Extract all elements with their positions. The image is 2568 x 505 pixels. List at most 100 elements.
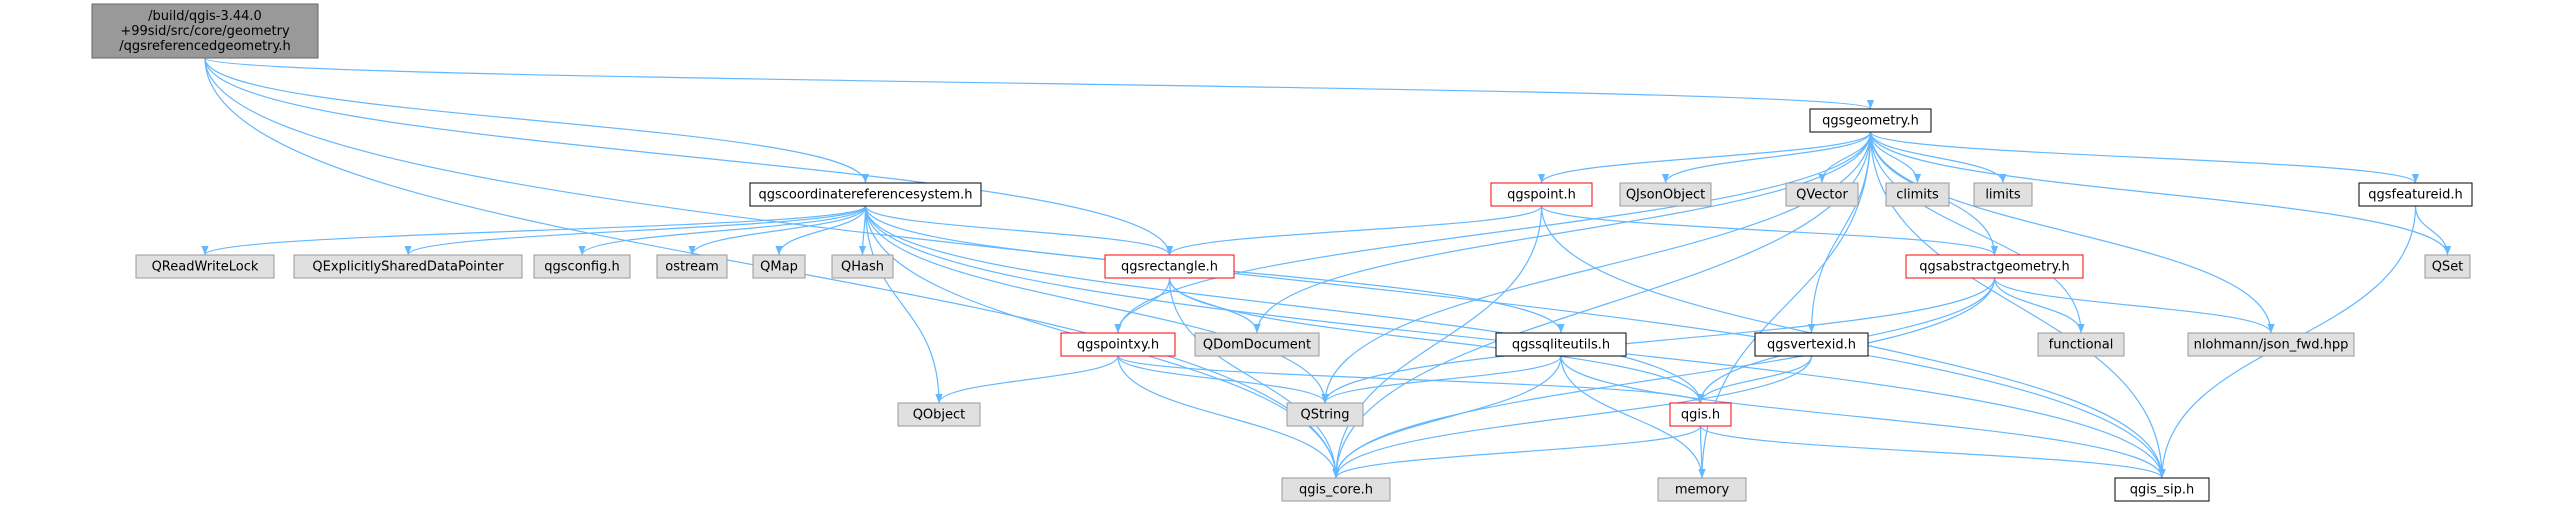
node-qvector[interactable]: QVector [1785,182,1859,207]
edge-qgis-to-qgissip [1699,425,2166,479]
edge-qgscrs-to-ostream [688,205,867,256]
edge-qgsgeometry-to-qset [1869,131,2452,256]
node-qobject[interactable]: QObject [897,402,981,427]
edge-root-to-qgsgeometry [204,57,1874,110]
node-label-qexplicitly-line-0: QExplicitlySharedDataPointer [312,260,504,275]
edge-qgspoint-to-qgsabstractgeometry [1540,205,1998,256]
node-label-qgis-line-0: qgis.h [1681,408,1720,423]
node-qgsconfig[interactable]: qgsconfig.h [533,254,631,279]
node-label-root-line-1: +99sid/src/core/geometry [120,24,290,39]
node-label-qmap-line-0: QMap [760,260,798,275]
node-qreadwritelock[interactable]: QReadWriteLock [135,254,275,279]
edge-qgsgeometry-to-qjsonobject [1661,131,1872,184]
node-label-qobject-line-0: QObject [913,408,966,423]
edge-qgssqliteutils-to-memory [1560,355,1706,479]
node-box-qhash [831,254,894,279]
edge-root-to-qgsrectangle [204,57,1174,256]
node-functional[interactable]: functional [2037,332,2125,357]
node-climits[interactable]: climits [1885,182,1950,207]
node-qgis[interactable]: qgis.h [1669,402,1732,427]
edge-qgspointxy-to-qstring [1117,355,1329,404]
edge-qgsgeometry-to-nlohmann [1869,131,2275,334]
node-label-qset-line-0: QSet [2432,260,2464,275]
node-qgsfeatureid[interactable]: qgsfeatureid.h [2358,182,2473,207]
node-label-qgspoint-line-0: qgspoint.h [1507,188,1576,203]
node-box-qobject [897,402,981,427]
node-box-qset [2424,254,2471,279]
node-root[interactable]: /build/qgis-3.44.0+99sid/src/core/geomet… [91,3,319,59]
edge-qgspoint-to-qgsrectangle [1166,205,1543,256]
node-box-qexplicitly [293,254,523,279]
node-box-climits [1885,182,1950,207]
node-qset[interactable]: QSet [2424,254,2471,279]
node-label-memory-line-0: memory [1675,483,1730,498]
node-label-qvector-line-0: QVector [1796,188,1848,203]
node-qgscrs[interactable]: qgscoordinatereferencesystem.h [749,182,982,207]
edge-qgscrs-to-qstring [864,205,1329,404]
edge-qgsrectangle-to-qgspointxy [1114,277,1171,334]
node-label-root-line-2: /qgsreferencedgeometry.h [119,39,291,54]
node-qexplicitly[interactable]: QExplicitlySharedDataPointer [293,254,523,279]
node-nlohmann[interactable]: nlohmann/json_fwd.hpp [2187,332,2355,357]
edge-qgsvertexid-to-qgiscore [1332,355,1813,479]
node-qgsgeometry[interactable]: qgsgeometry.h [1809,108,1932,133]
node-ostream[interactable]: ostream [656,254,728,279]
node-qstring[interactable]: QString [1286,402,1364,427]
edge-qgis-to-qgiscore [1332,425,1702,479]
node-label-qhash-line-0: QHash [841,260,884,275]
edge-qgsfeatureid-to-qset [2414,205,2452,256]
node-label-qgspointxy-line-0: qgspointxy.h [1077,338,1159,353]
node-label-qgiscore-line-0: qgis_core.h [1299,483,1373,498]
edge-qgsabstractgeometry-to-nlohmann [1993,277,2275,334]
node-label-limits-line-0: limits [1985,188,2021,203]
node-label-qgscrs-line-0: qgscoordinatereferencesystem.h [758,188,972,203]
node-label-nlohmann-line-0: nlohmann/json_fwd.hpp [2194,338,2349,353]
node-box-qgspointxy [1060,332,1176,357]
node-label-qgsabstractgeometry-line-0: qgsabstractgeometry.h [1919,260,2069,275]
node-qgsabstractgeometry[interactable]: qgsabstractgeometry.h [1905,254,2084,279]
node-label-qgsgeometry-line-0: qgsgeometry.h [1822,114,1919,129]
node-qdomdocument[interactable]: QDomDocument [1194,332,1320,357]
edge-qgscrs-to-qgsrectangle [864,205,1173,256]
node-qgssqliteutils[interactable]: qgssqliteutils.h [1495,332,1627,357]
edge-qgscrs-to-qexplicitly [404,205,867,256]
edge-qgscrs-to-qgis [864,205,1705,404]
node-box-qgsgeometry [1809,108,1932,133]
edge-qgspointxy-to-qobject [935,355,1119,404]
edge-qgsrectangle-to-qgis [1168,277,1705,404]
node-limits[interactable]: limits [1973,182,2033,207]
node-qgspoint[interactable]: qgspoint.h [1490,182,1593,207]
edge-qgsgeometry-to-qgsfeatureid [1869,131,2419,184]
node-qgissip[interactable]: qgis_sip.h [2114,477,2210,502]
node-label-functional-line-0: functional [2049,338,2114,353]
edge-qgssqliteutils-to-qstring [1321,355,1562,404]
node-box-qmap [752,254,806,279]
node-qgsrectangle[interactable]: qgsrectangle.h [1104,254,1235,279]
node-box-root [91,3,319,59]
node-box-qgsabstractgeometry [1905,254,2084,279]
node-memory[interactable]: memory [1657,477,1747,502]
node-qjsonobject[interactable]: QJsonObject [1619,182,1712,207]
edge-qgsabstractgeometry-to-qgiscore [1332,277,1996,479]
edge-qgsvertexid-to-qgis [1696,355,1813,404]
node-qmap[interactable]: QMap [752,254,806,279]
node-box-qgissip [2114,477,2210,502]
node-box-qgiscore [1281,477,1391,502]
node-qhash[interactable]: QHash [831,254,894,279]
node-qgspointxy[interactable]: qgspointxy.h [1060,332,1176,357]
edge-qgsgeometry-to-climits [1869,131,1922,184]
node-box-qreadwritelock [135,254,275,279]
edge-qgscrs-to-qmap [775,205,867,256]
edge-qgssqliteutils-to-qgissip [1560,355,2166,479]
node-box-ostream [656,254,728,279]
node-qgsvertexid[interactable]: qgsvertexid.h [1754,332,1869,357]
node-label-qgssqliteutils-line-0: qgssqliteutils.h [1512,338,1610,353]
edge-qgsgeometry-to-qgsvertexid [1807,131,1872,334]
nodes-layer: /build/qgis-3.44.0+99sid/src/core/geomet… [91,3,2473,502]
node-label-climits-line-0: climits [1896,188,1939,203]
node-label-qgsfeatureid-line-0: qgsfeatureid.h [2368,188,2462,203]
node-box-qgspoint [1490,182,1593,207]
node-qgiscore[interactable]: qgis_core.h [1281,477,1391,502]
node-box-qstring [1286,402,1364,427]
node-label-qgsrectangle-line-0: qgsrectangle.h [1121,260,1218,275]
